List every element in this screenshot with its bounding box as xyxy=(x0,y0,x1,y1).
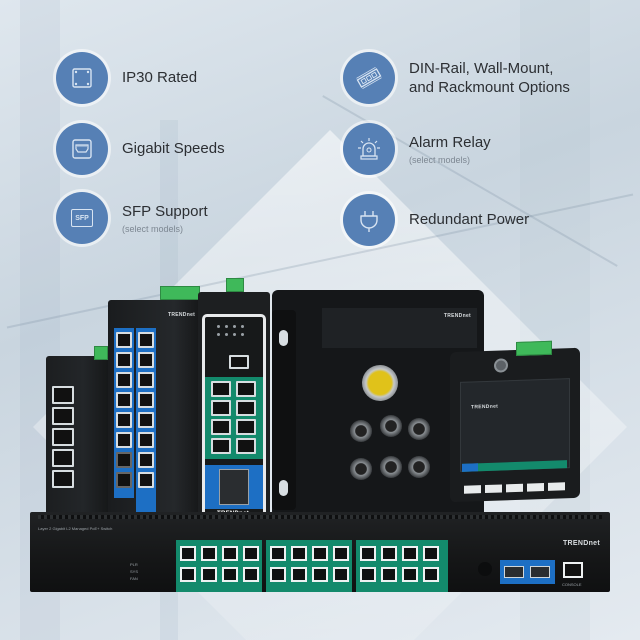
reset-button[interactable] xyxy=(478,562,492,576)
brand-logo: TRENDnet xyxy=(562,540,600,547)
led-label: SYS xyxy=(130,569,139,574)
m12-port xyxy=(350,458,372,480)
feature-alarm: Alarm Relay (select models) xyxy=(343,123,491,175)
rotary-switch xyxy=(494,358,508,373)
sfp-port-group xyxy=(500,560,555,584)
feature-title: SFP Support xyxy=(122,203,208,221)
feature-subtitle: (select models) xyxy=(409,154,471,165)
alarm-light-icon xyxy=(343,123,395,175)
rj45-port xyxy=(243,567,259,582)
rj45-port xyxy=(222,546,238,561)
power-terminal-block xyxy=(94,346,108,360)
feature-title: Alarm Relay xyxy=(409,134,491,152)
power-terminal-block xyxy=(516,340,552,356)
feature-title-line2: and Rackmount Options xyxy=(409,79,570,96)
power-terminal-block xyxy=(226,278,244,292)
din-rail-switch-16port: TRENDnet xyxy=(108,286,203,522)
rj45-port xyxy=(222,567,238,582)
ethernet-port-icon xyxy=(56,123,108,175)
rj45-port xyxy=(402,546,418,561)
power-terminal-block xyxy=(160,286,200,300)
m12-port xyxy=(350,420,372,442)
brand-logo: TRENDnet xyxy=(168,312,196,318)
rj45-port xyxy=(52,428,74,446)
rj45-port xyxy=(201,567,217,582)
model-label: Layer 2 Gigabit L2 Managed PoE+ Switch xyxy=(38,526,113,531)
rj45-port xyxy=(52,386,74,404)
m12-wall-mount-switch: TRENDnet xyxy=(272,290,484,518)
feature-sfp: SFP SFP Support (select models) xyxy=(56,192,208,244)
rj45-port xyxy=(291,546,307,561)
brand-logo: TRENDnet xyxy=(443,313,471,319)
rj45-port xyxy=(52,407,74,425)
m12-power-connector xyxy=(362,365,398,401)
feature-title: Gigabit Speeds xyxy=(122,140,225,158)
rj45-port xyxy=(312,567,328,582)
din-rail-icon xyxy=(343,52,395,104)
console-label: CONSOLE xyxy=(562,582,582,587)
rj45-port xyxy=(52,449,74,467)
rj45-port xyxy=(52,470,74,488)
rj45-port xyxy=(180,546,196,561)
feature-ip30: IP30 Rated xyxy=(56,52,197,104)
feature-subtitle: (select models) xyxy=(122,223,184,234)
rj45-port xyxy=(381,567,397,582)
rj45-port xyxy=(243,546,259,561)
port-column xyxy=(116,332,132,492)
rj45-port xyxy=(180,567,196,582)
rj45-port xyxy=(270,567,286,582)
port-column xyxy=(52,386,76,491)
din-rail-switch-5port xyxy=(46,346,108,516)
rj45-port xyxy=(270,546,286,561)
rj45-port xyxy=(201,546,217,561)
rj45-port xyxy=(381,546,397,561)
port-column xyxy=(138,332,154,492)
feature-title: IP30 Rated xyxy=(122,69,198,87)
front-label-panel: TRENDnet xyxy=(460,378,570,472)
rj45-port xyxy=(312,546,328,561)
label-plate: TRENDnet xyxy=(322,308,477,348)
din-rail-managed-switch: TRENDnet xyxy=(198,278,270,524)
led-label: PLR xyxy=(130,562,138,567)
rj45-port xyxy=(402,567,418,582)
port-grid xyxy=(211,381,256,454)
feature-title: Redundant Power xyxy=(409,211,530,229)
keyhole-slot xyxy=(279,480,288,496)
rj45-port xyxy=(291,567,307,582)
sfp-module-icon: SFP xyxy=(56,192,108,244)
sfp-icon-label: SFP xyxy=(75,214,89,222)
feature-power: Redundant Power xyxy=(343,194,529,246)
led-label: FAN xyxy=(130,576,138,581)
rj45-port xyxy=(423,567,439,582)
m12-port xyxy=(408,418,430,440)
keyhole-slot xyxy=(279,330,288,346)
port-row xyxy=(464,482,565,494)
sfp-cage xyxy=(219,469,249,505)
power-plug-icon xyxy=(343,194,395,246)
m12-port xyxy=(380,415,402,437)
feature-title: DIN-Rail, Wall-Mount, xyxy=(409,59,554,77)
rj45-port xyxy=(423,546,439,561)
front-panel: TRENDnet xyxy=(202,314,266,520)
feature-mounting: DIN-Rail, Wall-Mount, and Rackmount Opti… xyxy=(343,52,570,104)
mounting-bracket xyxy=(272,310,296,510)
m12-port xyxy=(408,456,430,478)
vent-strip xyxy=(38,515,602,519)
rj45-port xyxy=(360,546,376,561)
rj45-port xyxy=(360,567,376,582)
enclosure-square-icon xyxy=(56,52,108,104)
flat-wall-mount-switch: TRENDnet xyxy=(450,340,580,503)
rj45-port xyxy=(333,567,349,582)
brand-logo: TRENDnet xyxy=(471,403,499,411)
feature-gigabit: Gigabit Speeds xyxy=(56,123,225,175)
rj45-port xyxy=(333,546,349,561)
m12-port xyxy=(380,456,402,478)
console-rj45-port[interactable] xyxy=(563,562,583,578)
console-port xyxy=(229,355,249,369)
